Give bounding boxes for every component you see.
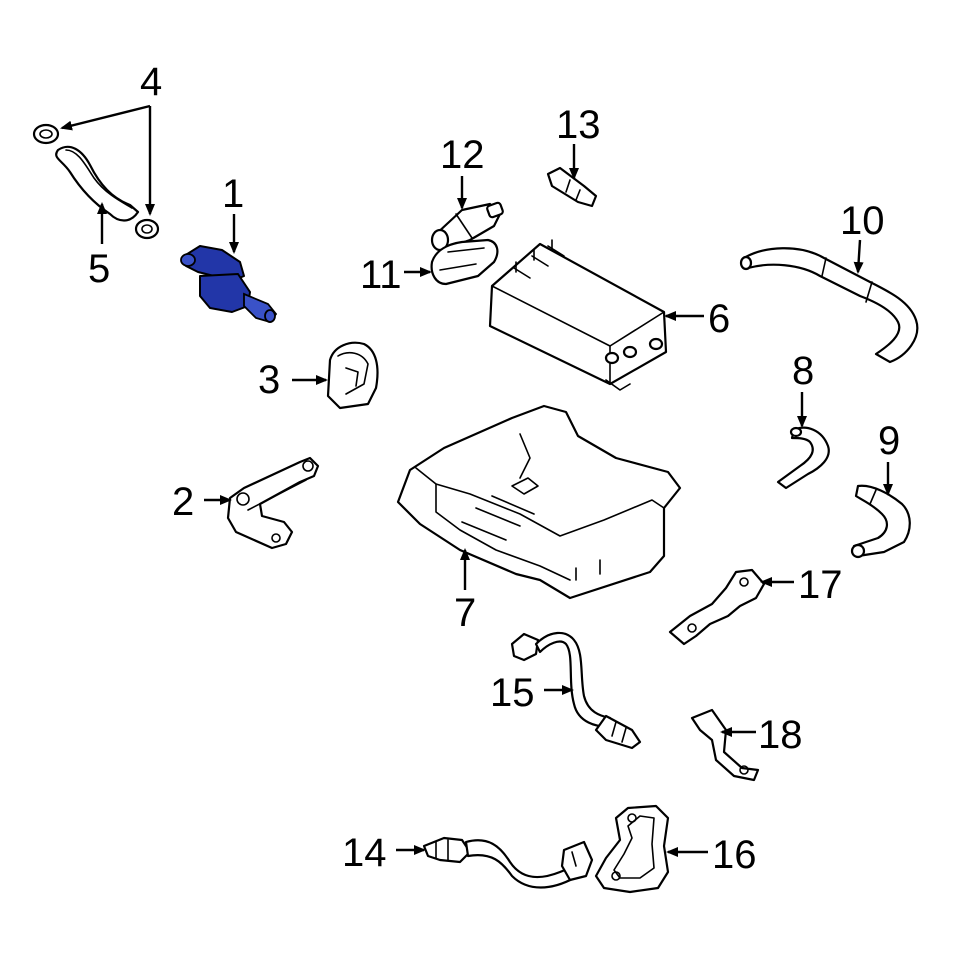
part-11-cover[interactable]	[430, 238, 499, 286]
part-9-hose[interactable]	[850, 484, 911, 559]
part-6-canister[interactable]	[488, 239, 668, 391]
callout-13: 13	[556, 103, 601, 147]
callout-18: 18	[758, 713, 803, 757]
leader-4a	[60, 104, 151, 131]
part-13-connector[interactable]	[546, 166, 598, 208]
callout-3: 3	[258, 358, 280, 402]
part-17-bracket[interactable]	[668, 568, 766, 646]
callout-14: 14	[342, 831, 387, 875]
part-16-bracket[interactable]	[594, 804, 670, 894]
callout-10: 10	[840, 199, 885, 243]
callout-12: 12	[440, 133, 485, 177]
callout-16: 16	[712, 833, 757, 877]
callout-9: 9	[878, 419, 900, 463]
part-8-hose[interactable]	[776, 426, 830, 490]
callout-1: 1	[222, 172, 244, 216]
part-7-tray[interactable]	[396, 404, 682, 600]
callout-5: 5	[88, 247, 110, 291]
callout-2: 2	[172, 480, 194, 524]
callout-4: 4	[140, 60, 162, 104]
part-2-bracket[interactable]	[226, 456, 320, 550]
callout-11: 11	[360, 253, 402, 297]
callout-7: 7	[454, 591, 476, 635]
part-15-sensor[interactable]	[510, 631, 642, 750]
part-5-hose[interactable]	[55, 145, 140, 222]
callout-6: 6	[708, 297, 730, 341]
callout-15: 15	[490, 671, 535, 715]
callout-17: 17	[798, 563, 843, 607]
part-10-hose[interactable]	[739, 247, 919, 364]
leader-10	[853, 239, 864, 274]
part-1-purge-valve[interactable]	[180, 245, 278, 324]
callout-8: 8	[792, 349, 814, 393]
part-4-clamp-lower[interactable]	[134, 218, 160, 240]
part-14-sensor[interactable]	[422, 836, 594, 889]
part-18-bracket[interactable]	[690, 708, 760, 782]
part-4-clamp-upper[interactable]	[32, 123, 60, 145]
part-3-mount[interactable]	[326, 341, 379, 410]
